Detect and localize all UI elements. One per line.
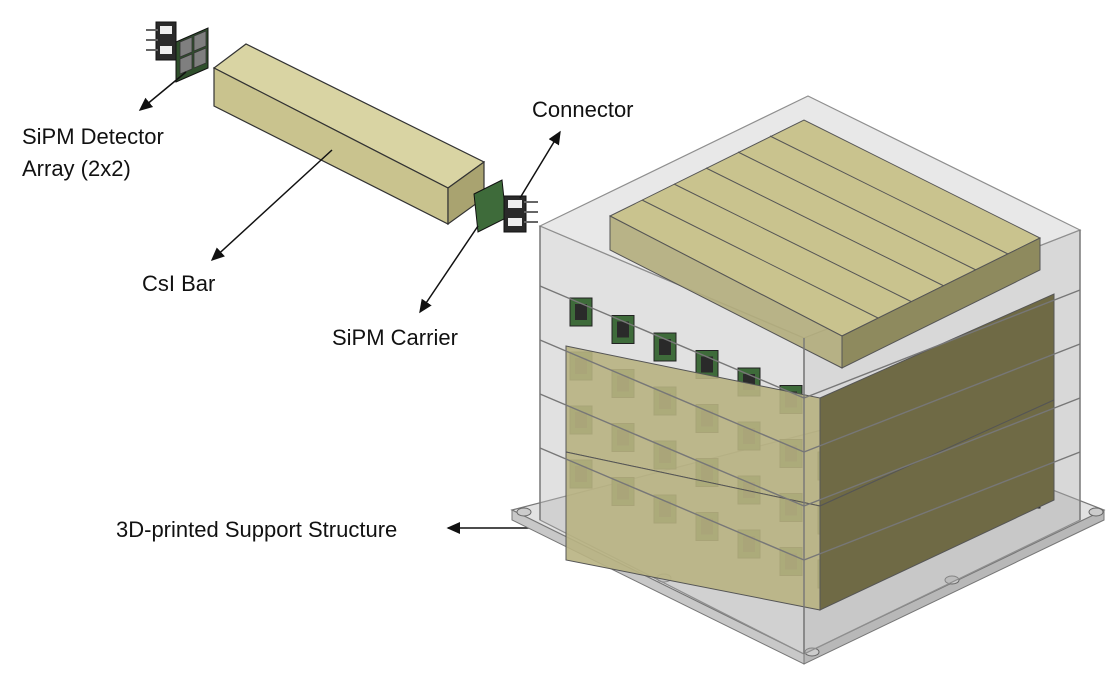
label-connector: Connector [532,97,634,122]
arrow-sipm-array [138,71,187,111]
label-sipm-array-line2: Array (2x2) [22,156,131,181]
label-support-structure: 3D-printed Support Structure [116,517,398,542]
exploded-module [146,21,538,233]
csi-bar [212,43,486,226]
right-connector [503,195,538,233]
top-layer-bars [608,119,1042,369]
sipm-detector-array [175,27,209,83]
label-sipm-carrier: SiPM Carrier [332,325,458,350]
connector-block [701,356,713,373]
connector-block [575,304,587,320]
arrow-sipm-carrier [419,225,479,314]
frame-edges [539,226,1081,654]
label-sipm-array-line1: SiPM Detector [22,124,164,149]
connector-block [617,321,629,338]
label-csi-bar: CsI Bar [142,271,216,296]
connector-block [659,339,671,355]
assembled-cube [510,95,1106,665]
left-connector [146,21,177,61]
arrow-csi-bar [210,149,333,262]
arrow-connector [519,130,561,199]
